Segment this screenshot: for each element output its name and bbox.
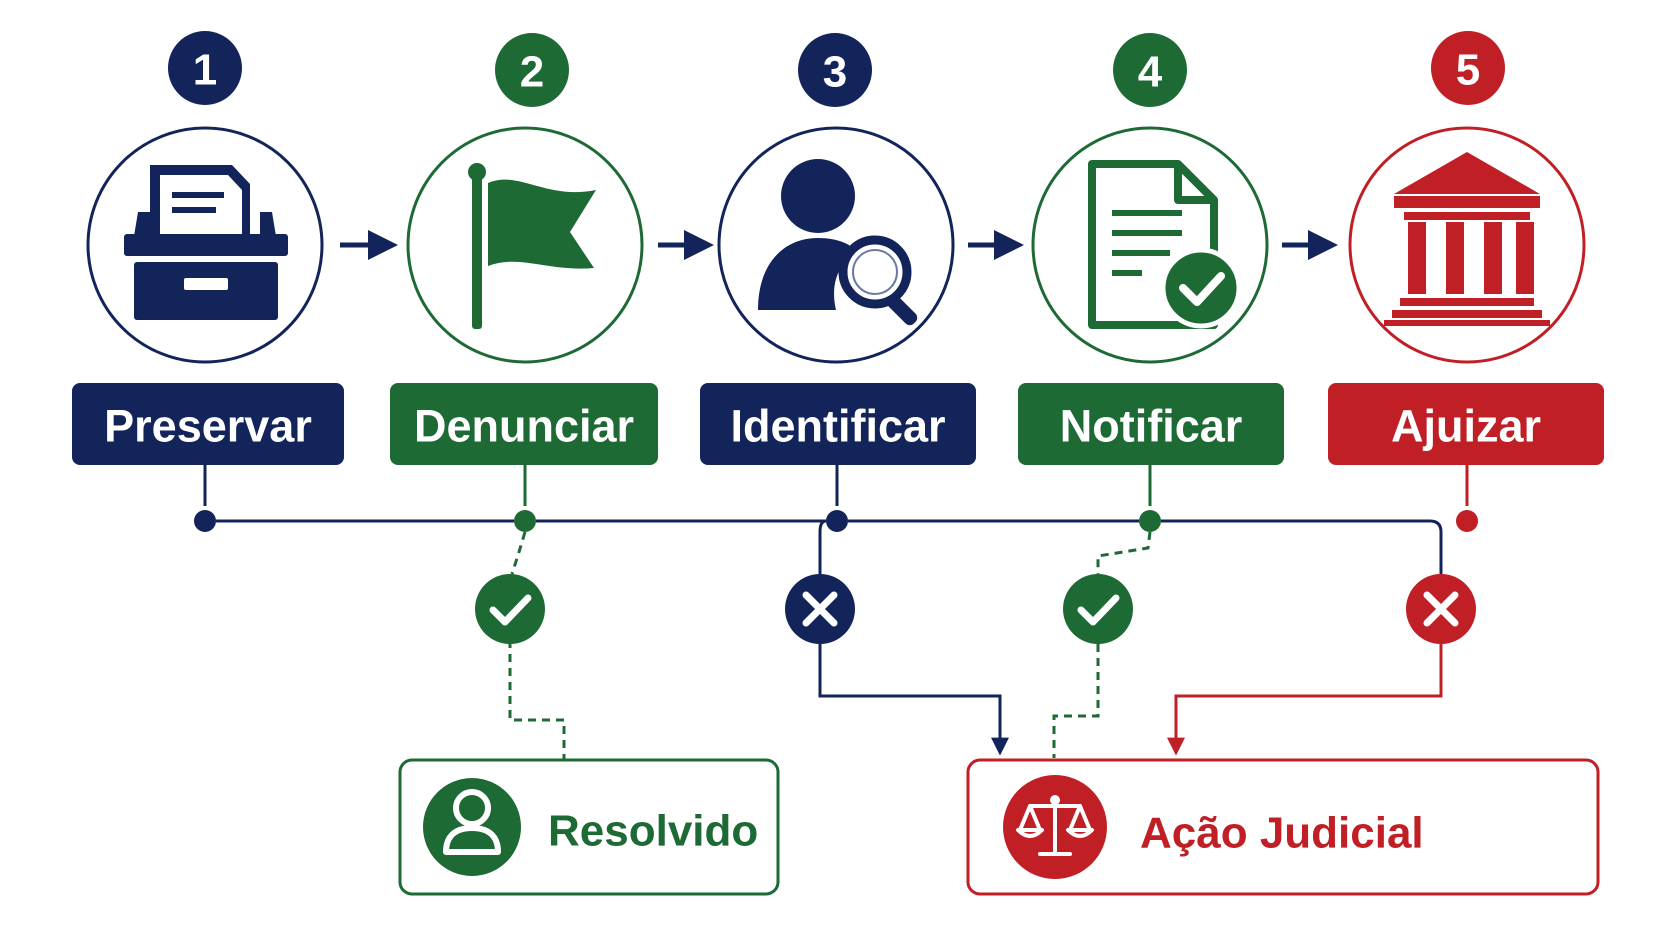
junction-dot	[194, 510, 216, 532]
check-icon	[475, 574, 545, 644]
step-label-box	[700, 383, 976, 465]
step-label-box	[1328, 383, 1604, 465]
step-5: 5 Ajuizar	[1328, 31, 1604, 532]
person-search-icon	[758, 159, 918, 326]
step-2: 2 Denunciar	[390, 33, 658, 532]
flag-icon	[468, 163, 596, 329]
archive-box-icon	[124, 165, 288, 320]
step-number: 2	[520, 48, 544, 97]
step-1: 1 Preservar	[72, 31, 344, 532]
step-number: 1	[193, 46, 217, 95]
junction-dot	[514, 510, 536, 532]
outcome-lawsuit: Ação Judicial	[966, 758, 1600, 896]
step-label-box	[390, 383, 658, 465]
step-label-box	[1018, 383, 1284, 465]
step-label: Denunciar	[414, 401, 634, 452]
courthouse-icon	[1384, 152, 1550, 326]
step-label: Identificar	[730, 401, 945, 452]
step-number-badge	[1431, 31, 1505, 105]
timeline	[216, 519, 1443, 580]
outcome-resolved: Resolvido	[398, 758, 780, 896]
outcome-label: Ação Judicial	[1140, 809, 1424, 858]
step-number: 3	[823, 48, 847, 97]
check-icon	[1063, 574, 1133, 644]
outcome-label: Resolvido	[548, 807, 758, 856]
branch-identify-fail	[785, 519, 1009, 756]
user-icon	[423, 778, 521, 876]
junction-dot	[1139, 510, 1161, 532]
step-label: Notificar	[1060, 401, 1243, 452]
step-number: 4	[1138, 48, 1163, 97]
junction-dot	[1456, 510, 1478, 532]
branch-resolved	[475, 531, 566, 760]
outcome-box	[966, 758, 1600, 896]
step-number-badge	[495, 33, 569, 107]
branch-lawsuit-fail	[1167, 574, 1476, 756]
step-number-badge	[798, 33, 872, 107]
step-number-badge	[1113, 33, 1187, 107]
step-number-badge	[168, 31, 242, 105]
junction-dot	[826, 510, 848, 532]
step-label: Ajuizar	[1391, 401, 1541, 452]
step-4: 4 Notificar	[1018, 33, 1284, 532]
scales-icon	[1003, 775, 1107, 879]
branch-notify	[1052, 531, 1152, 758]
step-3: 3 Identificar	[700, 33, 976, 532]
step-label: Preservar	[104, 401, 312, 452]
document-check-icon	[1088, 160, 1242, 329]
step-label-box	[72, 383, 344, 465]
step-number: 5	[1456, 46, 1480, 95]
